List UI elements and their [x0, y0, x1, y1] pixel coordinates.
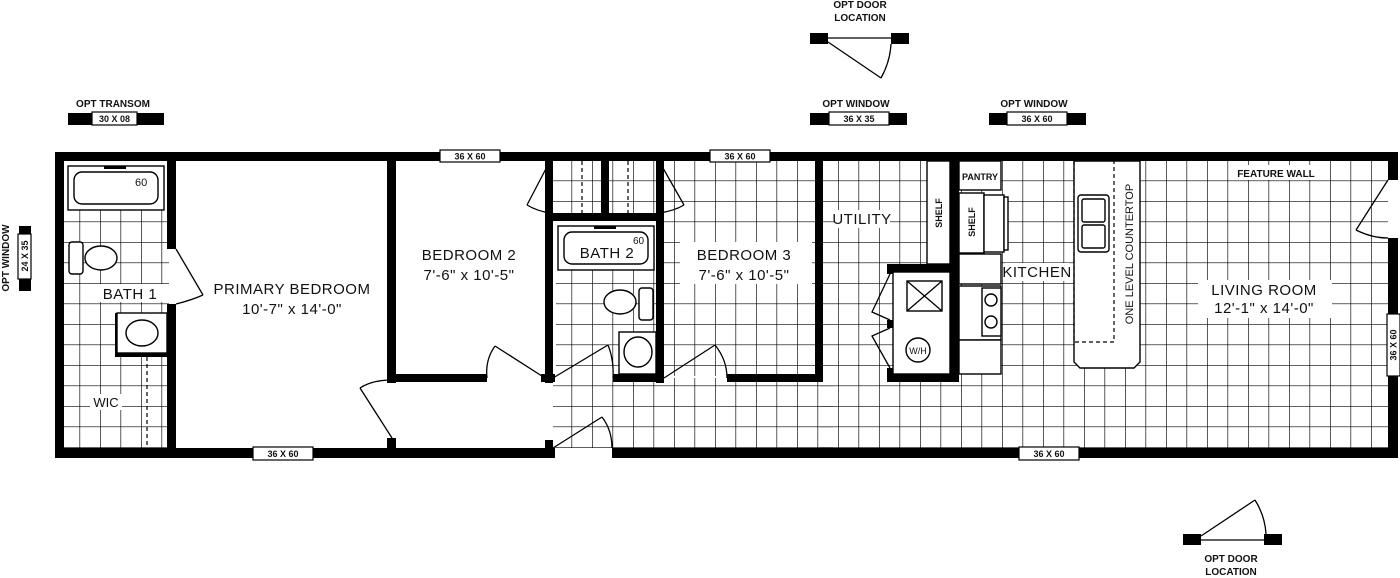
water-heater-icon [905, 337, 931, 363]
bathtub-1: 60 [67, 165, 165, 211]
doors [175, 160, 1389, 449]
utility-shelf [926, 160, 951, 265]
svg-text:36 X 60: 36 X 60 [454, 152, 485, 162]
sink-1 [115, 312, 168, 357]
svg-text:OPT TRANSOM: OPT TRANSOM [76, 99, 150, 110]
svg-text:36 X 35: 36 X 35 [843, 114, 874, 124]
kitchen-label: KITCHEN [1002, 264, 1071, 281]
svg-text:60: 60 [135, 177, 147, 189]
window-top-2: 36 X 60 [709, 149, 771, 163]
primary-bedroom-label: PRIMARY BEDROOM [214, 281, 371, 298]
feature-wall-label: FEATURE WALL [1237, 169, 1315, 180]
svg-text:36 X 60: 36 X 60 [1389, 329, 1399, 360]
svg-text:OPT WINDOW: OPT WINDOW [1, 224, 12, 292]
svg-text:36 X 60: 36 X 60 [724, 152, 755, 162]
window-right: 36 X 60 [1386, 313, 1400, 377]
svg-text:24 X 35: 24 X 35 [20, 240, 30, 271]
svg-text:LOCATION: LOCATION [834, 13, 885, 24]
bedroom-2-label: BEDROOM 2 [422, 247, 517, 264]
svg-text:OPT WINDOW: OPT WINDOW [1000, 99, 1068, 110]
closet-rods [581, 161, 629, 213]
toilet-2 [603, 287, 654, 321]
utility-label: UTILITY [832, 211, 891, 228]
sink-2 [618, 331, 657, 375]
opt-transom: OPT TRANSOM 30 X 08 [68, 99, 164, 126]
bedroom-2-dims: 7'-6" x 10'-5" [424, 267, 515, 284]
wic-label: WIC [93, 395, 118, 410]
bathtub-2 [557, 225, 655, 271]
bedroom-2-floor [397, 161, 545, 375]
opt-door-top: OPT DOOR LOCATION [810, 0, 909, 79]
range-icon [981, 287, 1002, 337]
kitchen-shelf [958, 192, 985, 254]
window-bottom-1: 36 X 60 [252, 446, 314, 461]
primary-bedroom-dims: 10'-7" x 14'-0" [242, 301, 342, 318]
pantry-label: PANTRY [962, 172, 998, 182]
water-heater-label: W/H [909, 346, 927, 356]
hall-floor-white [387, 380, 546, 448]
kitchen-shelf-label: SHELF [967, 207, 977, 237]
living-room-label: LIVING ROOM [1211, 282, 1317, 299]
svg-text:OPT DOOR: OPT DOOR [833, 0, 887, 11]
kitchen-sink-icon [1077, 194, 1110, 253]
refrigerator-icon [983, 194, 1009, 253]
svg-text:60: 60 [633, 236, 645, 247]
svg-text:36 X 60: 36 X 60 [267, 449, 298, 459]
window-bottom-2: 36 X 60 [1018, 446, 1080, 461]
opt-door-bottom: OPT DOOR LOCATION [1183, 499, 1282, 578]
svg-text:LOCATION: LOCATION [1205, 567, 1256, 578]
bedroom-3-label: BEDROOM 3 [697, 247, 792, 264]
opt-window-right: OPT WINDOW 36 X 60 [989, 99, 1086, 126]
svg-text:36 X 60: 36 X 60 [1021, 114, 1052, 124]
svg-text:30 X 08: 30 X 08 [99, 114, 130, 124]
washer-dryer-icon [906, 280, 943, 312]
living-room-dims: 12'-1" x 14'-0" [1214, 300, 1314, 317]
svg-text:OPT WINDOW: OPT WINDOW [822, 99, 890, 110]
interior-walls [167, 161, 959, 458]
bedroom-3-dims: 7'-6" x 10'-5" [699, 267, 790, 284]
pantry [958, 160, 1002, 191]
opt-window-left: OPT WINDOW 24 X 35 [1, 224, 32, 292]
svg-text:OPT DOOR: OPT DOOR [1204, 554, 1258, 565]
countertop-label: ONE LEVEL COUNTERTOP [1124, 184, 1136, 324]
window-top-1: 36 X 60 [439, 149, 501, 163]
bath-2-label: BATH 2 [580, 245, 634, 262]
utility-shelf-label: SHELF [934, 198, 944, 228]
toilet-1 [68, 241, 118, 275]
opt-window-mid: OPT WINDOW 36 X 35 [810, 99, 907, 126]
primary-bedroom-floor [176, 161, 387, 448]
bath-1-label: BATH 1 [103, 286, 157, 303]
svg-text:36 X 60: 36 X 60 [1033, 449, 1064, 459]
room-labels: BATH 1 WIC PRIMARY BEDROOM 10'-7" x 14'-… [90, 165, 1332, 410]
